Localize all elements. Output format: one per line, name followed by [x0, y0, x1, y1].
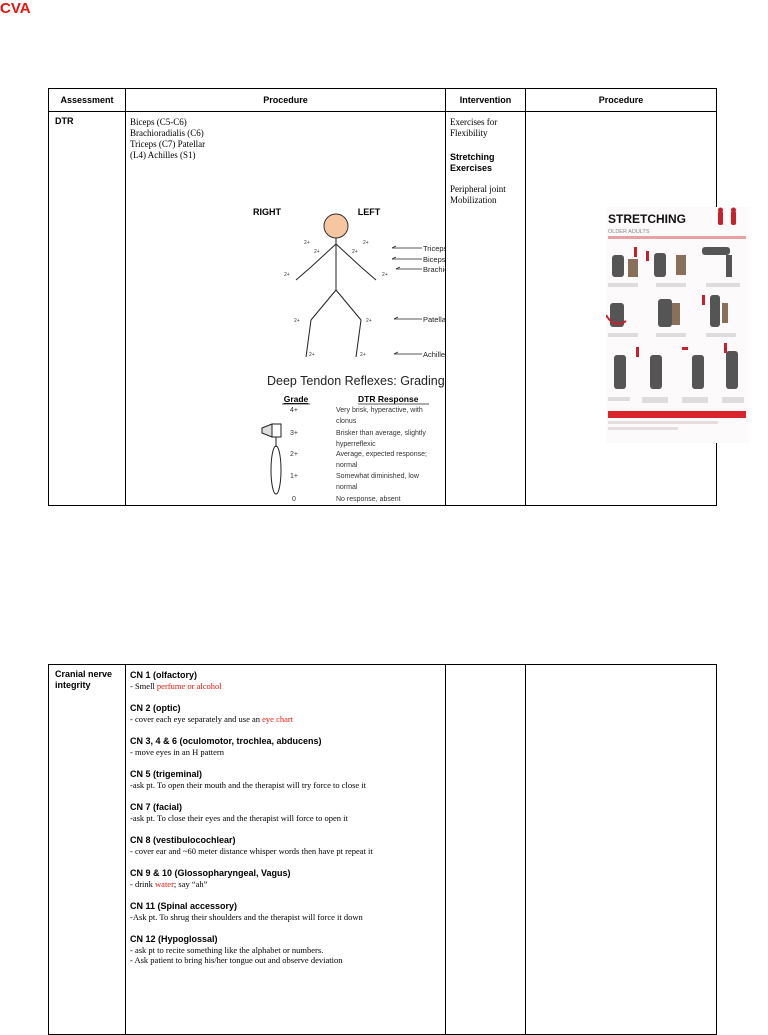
stick-figure: [295, 213, 377, 358]
col-grade: Grade: [284, 394, 309, 404]
callout-labels: Triceps Biceps Brachioradialis Patellar …: [423, 244, 446, 359]
col-response: DTR Response: [358, 394, 419, 404]
assessment-cranial-nerve: Cranial nerve integrity: [55, 669, 113, 690]
right-label: RIGHT: [253, 207, 282, 217]
svg-text:2+: 2+: [294, 318, 300, 324]
intervention-cell: Exercises for Flexibility Stretching Exe…: [445, 111, 526, 506]
figure-head: [323, 213, 349, 239]
svg-text:Brisker than average, slightly: Brisker than average, slightly: [336, 430, 426, 437]
svg-text:2+: 2+: [290, 451, 298, 458]
callout-lines: [391, 245, 422, 355]
stretching-poster: STRETCHING OLDER ADULTS: [604, 206, 749, 443]
svg-text:2+: 2+: [366, 318, 372, 324]
cn-item: CN 1 (olfactory) - Smell perfume or alco…: [130, 670, 222, 691]
svg-text:clonus: clonus: [336, 418, 357, 425]
svg-text:2+: 2+: [360, 352, 366, 358]
svg-text:2+: 2+: [304, 240, 310, 246]
left-label: LEFT: [358, 207, 381, 217]
cn-item: CN 2 (optic) - cover each eye separately…: [130, 703, 294, 724]
poster-anatomy-icon: [717, 207, 736, 225]
svg-text:4+: 4+: [290, 407, 298, 414]
callout-biceps: Biceps: [423, 255, 446, 264]
dtr-procedure-cell: Biceps (C5-C6) Brachioradialis (C6) Tric…: [125, 111, 446, 506]
svg-text:2+: 2+: [284, 272, 290, 278]
dtr-table: Assessment Procedure Intervention Proced…: [48, 88, 749, 506]
cranial-nerve-table: Cranial nerve integrity CN 1 (olfactory)…: [48, 664, 717, 1035]
svg-text:normal: normal: [336, 462, 358, 469]
svg-text:2+: 2+: [352, 249, 358, 255]
poster-graphic: STRETCHING OLDER ADULTS: [604, 207, 746, 430]
grade-marks: 2+ 2+ 2+ 2+ 2+ 2+ 2+ 2+ 2+ 2+: [284, 240, 388, 358]
cn-item: CN 3, 4 & 6 (oculomotor, trochlea, abduc…: [130, 736, 322, 757]
svg-text:Somewhat diminished, low: Somewhat diminished, low: [336, 473, 420, 480]
cn-item: CN 12 (Hypoglossal) - ask pt to recite s…: [130, 934, 343, 965]
svg-text:2+: 2+: [309, 352, 315, 358]
intervention-stretching: Stretching Exercises: [450, 152, 495, 173]
cn-item: CN 11 (Spinal accessory) -Ask pt. To shr…: [130, 901, 363, 922]
svg-text:0: 0: [292, 496, 296, 503]
callout-patellar: Patellar: [423, 315, 446, 324]
poster-subtitle: OLDER ADULTS: [608, 229, 650, 235]
cn-item: CN 7 (facial) -ask pt. To close their ey…: [130, 802, 348, 823]
poster-figures: [604, 246, 738, 389]
svg-text:2+: 2+: [314, 249, 320, 255]
header-procedure-2: Procedure: [525, 88, 717, 112]
poster-footer-bar: [607, 410, 746, 418]
cn-procedure-2-cell: [525, 664, 717, 1035]
svg-text:No response, absent: No response, absent: [336, 496, 401, 503]
callout-triceps: Triceps: [423, 244, 446, 253]
callout-achilles: Achilles: [423, 350, 446, 359]
procedure-line: Biceps (C5-C6): [130, 117, 187, 127]
dtr-figure: RIGHT LEFT 2+ 2+: [253, 207, 446, 503]
dtr-procedure-text: Biceps (C5-C6) Brachioradialis (C6) Tric…: [126, 112, 445, 161]
cn-procedure-cell: CN 1 (olfactory) - Smell perfume or alco…: [125, 664, 446, 1035]
svg-text:2+: 2+: [382, 272, 388, 278]
poster-cell: STRETCHING OLDER ADULTS: [525, 111, 749, 506]
svg-text:normal: normal: [336, 484, 358, 491]
cn-item: CN 9 & 10 (Glossopharyngeal, Vagus) - dr…: [130, 868, 291, 889]
header-procedure: Procedure: [125, 88, 446, 112]
procedure-line: (L4) Achilles (S1): [130, 150, 196, 160]
header-assessment: Assessment: [48, 88, 126, 112]
svg-text:2+: 2+: [363, 240, 369, 246]
svg-text:hyperreflexic: hyperreflexic: [336, 441, 376, 448]
reflex-hammer-icon: [261, 423, 282, 495]
poster-title: STRETCHING: [608, 212, 686, 226]
svg-text:Average, expected response;: Average, expected response;: [336, 451, 427, 458]
cn-intervention-cell: [445, 664, 526, 1035]
assessment-dtr: DTR: [55, 116, 74, 126]
page-title: CVA: [0, 0, 31, 17]
grading-rows: 4+ Very brisk, hyperactive, with clonus …: [290, 407, 427, 503]
intervention-flexibility: Exercises for Flexibility: [450, 117, 498, 138]
procedure-line: Brachioradialis (C6): [130, 128, 204, 138]
svg-text:3+: 3+: [290, 430, 298, 437]
cn-item: CN 5 (trigeminal) -ask pt. To open their…: [130, 769, 367, 790]
svg-text:Very brisk, hyperactive, with: Very brisk, hyperactive, with: [336, 407, 423, 414]
grading-title: Deep Tendon Reflexes: Grading: [267, 374, 445, 388]
header-intervention: Intervention: [445, 88, 526, 112]
svg-text:1+: 1+: [290, 473, 298, 480]
intervention-mobilization: Peripheral joint Mobilization: [450, 184, 506, 205]
cn-item: CN 8 (vestibulocochlear) - cover ear and…: [130, 835, 373, 856]
callout-brachioradialis: Brachioradialis: [423, 265, 446, 274]
procedure-line: Triceps (C7) Patellar: [130, 139, 206, 149]
poster-arrows: [633, 246, 727, 357]
